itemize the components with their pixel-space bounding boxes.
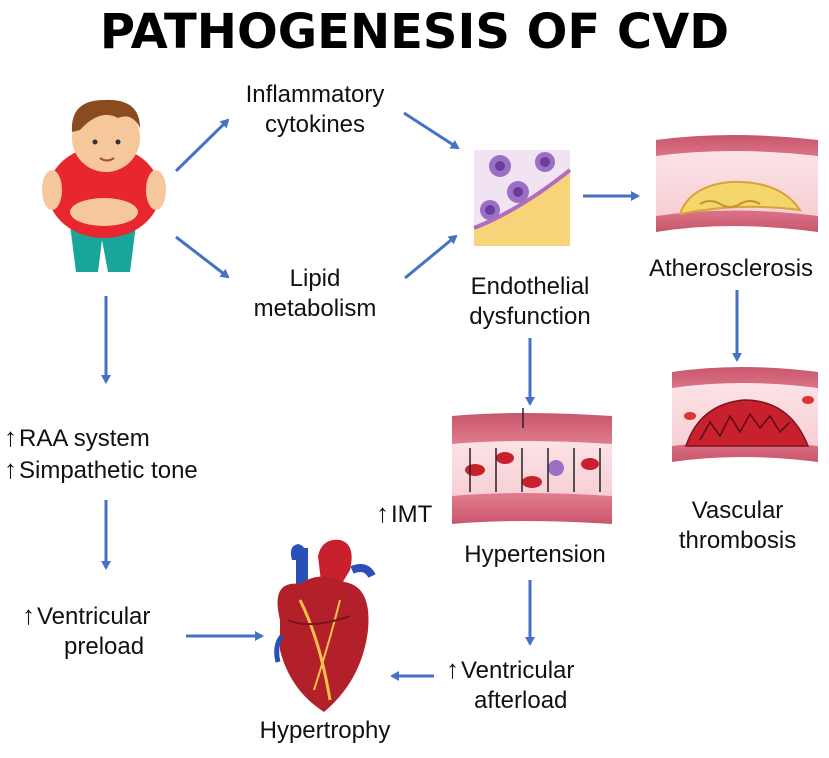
heart-illustration — [274, 539, 376, 712]
sympathetic-tone-label: ↑Simpathetic tone — [4, 454, 198, 484]
inflammatory-cytokines-label: Inflammatory cytokines — [245, 81, 385, 138]
ventricular-preload-label: ↑Ventricular preload — [22, 600, 151, 660]
endothelial-dysfunction-label: Endothelial dysfunction — [469, 273, 591, 330]
atherosclerosis-illustration — [656, 135, 818, 232]
hypertrophy-label: Hypertrophy — [259, 717, 391, 744]
vascular-thrombosis-label: Vascular thrombosis — [678, 497, 797, 554]
lipid-metabolism-label: Lipid metabolism — [253, 265, 377, 322]
increase-arrow-icon: ↑ — [22, 600, 35, 630]
increase-arrow-icon: ↑ — [446, 654, 459, 684]
raa-system-label: ↑RAA system — [4, 422, 150, 452]
hypertension-label: Hypertension — [464, 541, 606, 568]
imt-label: ↑IMT — [376, 498, 433, 528]
endothelium-illustration — [473, 150, 572, 246]
increase-arrow-icon: ↑ — [4, 422, 17, 452]
atherosclerosis-label: Atherosclerosis — [648, 255, 814, 282]
thrombosis-illustration — [672, 367, 818, 462]
increase-arrow-icon: ↑ — [376, 498, 389, 528]
flow-arrows — [101, 111, 742, 681]
ventricular-afterload-label: ↑Ventricular afterload — [446, 654, 575, 714]
obese-child-illustration — [42, 99, 166, 272]
hypertension-illustration — [452, 408, 612, 524]
page-title: PATHOGENESIS OF CVD — [99, 4, 730, 60]
increase-arrow-icon: ↑ — [4, 454, 17, 484]
